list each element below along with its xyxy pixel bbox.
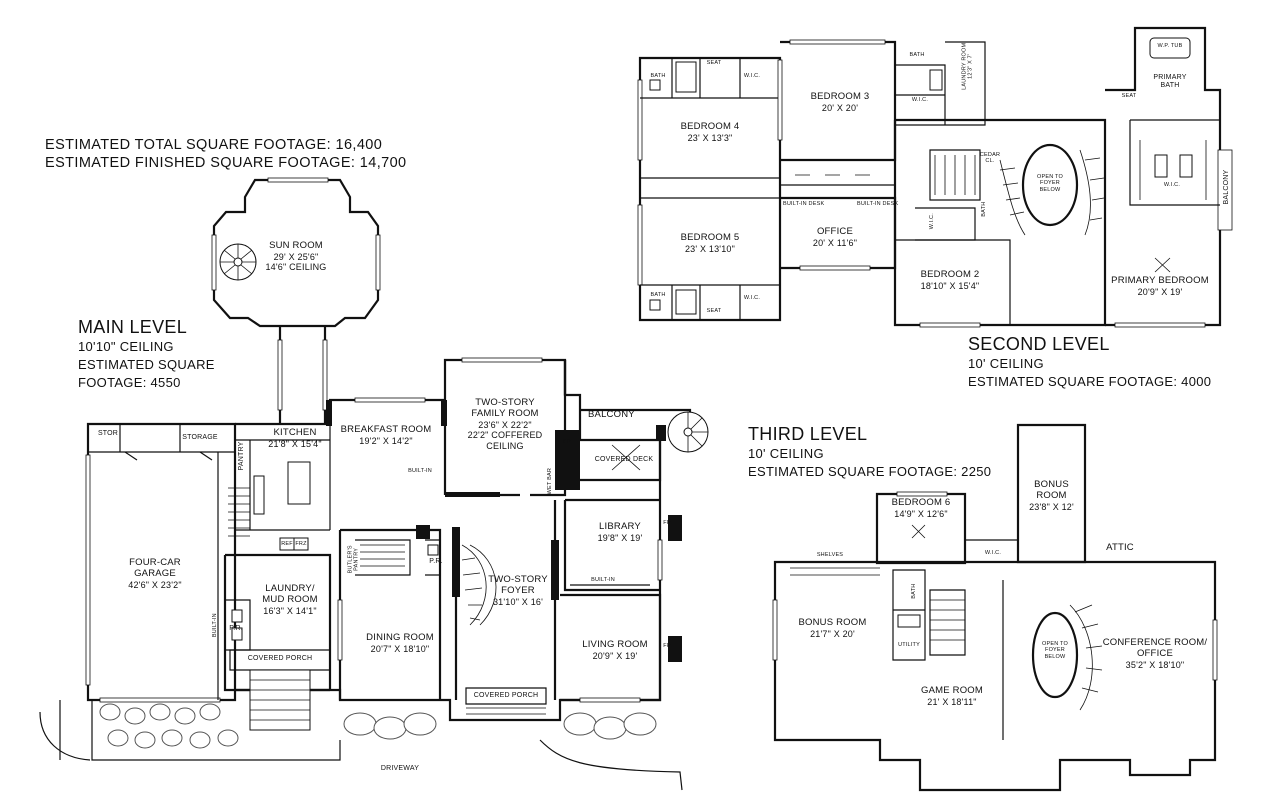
room-game: GAME ROOM 21' X 18'11" — [921, 685, 983, 707]
room-office: OFFICE 20' X 11'6" — [812, 226, 858, 248]
room-bedroom-4: BEDROOM 4 23' X 13'3" — [680, 121, 740, 143]
sun-room-outline — [212, 178, 380, 328]
room-laundry-second: LAUNDRY ROOM 12'3" X 7' — [961, 42, 974, 90]
room-wic-bed5: W.I.C. — [743, 295, 761, 301]
third-level-title: THIRD LEVEL — [748, 424, 868, 444]
room-kitchen: KITCHEN 21'8" X 15'4" — [268, 427, 322, 449]
room-bath-third: BATH — [910, 583, 917, 599]
label-seat-bed4: SEAT — [706, 60, 722, 66]
room-bath-bed4: BATH — [650, 73, 666, 79]
main-level-info: MAIN LEVEL 10'10" CEILING ESTIMATED SQUA… — [78, 317, 215, 392]
third-level-ceiling: 10' CEILING — [748, 445, 824, 461]
room-laundry: LAUNDRY/ MUD ROOM 16'3" X 14'1" — [262, 583, 318, 616]
room-sun-room: SUN ROOM 29' X 25'6" 14'6" CEILING — [265, 240, 327, 273]
label-driveway: DRIVEWAY — [380, 765, 420, 772]
room-living: LIVING ROOM 20'9" X 19' — [582, 639, 648, 661]
main-level-ceiling: 10'10" CEILING — [78, 338, 174, 354]
fireplace-library: FP — [663, 520, 671, 526]
kitchen-island — [287, 461, 311, 505]
room-attic: ATTIC — [1106, 542, 1134, 553]
label-seat-primary: SEAT — [1121, 93, 1137, 99]
room-dining: DINING ROOM 20'7" X 18'10" — [366, 632, 434, 654]
room-primary-bath: PRIMARY BATH — [1153, 74, 1187, 90]
room-stor: STOR — [97, 430, 119, 437]
room-balcony-second: BALCONY — [1222, 169, 1230, 205]
room-bedroom-2: BEDROOM 2 18'10" X 15'4" — [920, 269, 980, 291]
main-level-plan — [39, 177, 709, 791]
room-balcony-main: BALCONY — [588, 409, 635, 420]
label-builtin-library: BUILT-IN — [591, 577, 615, 583]
room-pantry: PANTRY — [237, 441, 245, 471]
second-level-info: SECOND LEVEL 10' CEILING ESTIMATED SQUAR… — [968, 334, 1212, 391]
room-bonus-top: BONUS ROOM 23'8" X 12' — [1029, 479, 1074, 512]
total-square-footage: ESTIMATED TOTAL SQUARE FOOTAGE: 16,400 — [45, 137, 383, 153]
room-wic-third: W.I.C. — [984, 550, 1002, 556]
room-family: TWO-STORY FAMILY ROOM 23'6" X 22'2" 22'2… — [467, 397, 543, 451]
landscaping-shrubs — [99, 703, 657, 749]
room-bedroom-6: BEDROOM 6 14'9" X 12'6" — [891, 497, 951, 519]
room-pr-butler: P.R. — [429, 558, 443, 565]
label-desk-a: BUILT-IN DESK — [783, 201, 825, 207]
room-pr-laundry: P.R. — [229, 625, 243, 632]
main-level-sqft-label: ESTIMATED SQUARE — [78, 356, 215, 372]
second-level-title: SECOND LEVEL — [968, 334, 1110, 354]
room-wic-bed4: W.I.C. — [743, 73, 761, 79]
fireplace-family: FP — [563, 439, 571, 445]
main-level-title: MAIN LEVEL — [78, 317, 188, 337]
label-frz: FRZ — [295, 541, 307, 547]
label-builtin-mud: BUILT-IN — [211, 613, 218, 638]
room-wic-bed2: W.I.C. — [928, 213, 935, 230]
room-storage: STORAGE — [182, 434, 218, 441]
room-bedroom-5: BEDROOM 5 23' X 13'10" — [680, 232, 740, 254]
room-cedar-closet: CEDAR CL. — [979, 152, 1001, 165]
label-wet-bar: WET BAR — [546, 467, 553, 495]
room-foyer: TWO-STORY FOYER 31'10" X 16' — [488, 574, 548, 607]
third-level-sqft: ESTIMATED SQUARE FOOTAGE: 2250 — [748, 463, 992, 479]
room-bath-bed5: BATH — [650, 292, 666, 298]
label-seat-bed5: SEAT — [706, 308, 722, 314]
third-level-info: THIRD LEVEL 10' CEILING ESTIMATED SQUARE… — [748, 424, 992, 481]
room-wic-primary: W.I.C. — [1163, 182, 1181, 188]
room-library: LIBRARY 19'8" X 19' — [597, 521, 643, 543]
room-garage: FOUR-CAR GARAGE 42'6" X 23'2" — [128, 557, 182, 590]
room-butlers-pantry: BUTLER'S PANTRY — [347, 545, 360, 574]
label-wp-tub: W.P. TUB — [1157, 43, 1183, 49]
second-level-plan — [637, 26, 1233, 328]
room-bedroom-3: BEDROOM 3 20' X 20' — [810, 91, 870, 113]
third-level-plan — [772, 423, 1218, 792]
second-level-foyer-opening — [1021, 143, 1079, 227]
room-conference: CONFERENCE ROOM/ OFFICE 35'2" X 18'10" — [1102, 637, 1208, 670]
second-level-ceiling: 10' CEILING — [968, 355, 1044, 371]
room-utility: UTILITY — [898, 642, 920, 648]
label-builtin-family: BUILT-IN — [408, 468, 432, 474]
second-level-sqft: ESTIMATED SQUARE FOOTAGE: 4000 — [968, 373, 1212, 389]
label-shelves: SHELVES — [816, 552, 844, 558]
room-bath-bed3: BATH — [909, 52, 925, 58]
finished-square-footage: ESTIMATED FINISHED SQUARE FOOTAGE: 14,70… — [45, 155, 407, 172]
label-ref: REF — [281, 541, 293, 547]
third-level-foyer-opening — [1031, 611, 1079, 699]
open-to-foyer-third: OPEN TO FOYER BELOW — [1042, 641, 1068, 660]
room-primary-bedroom: PRIMARY BEDROOM 20'9" X 19' — [1111, 275, 1209, 297]
room-covered-porch-left: COVERED PORCH — [247, 655, 313, 662]
room-wic-bed3: W.I.C. — [911, 97, 929, 103]
room-bath-bed2: BATH — [980, 201, 987, 217]
room-bonus-left: BONUS ROOM 21'7" X 20' — [798, 617, 867, 639]
room-breakfast: BREAKFAST ROOM 19'2" X 14'2" — [340, 424, 432, 446]
main-level-sqft-value: FOOTAGE: 4550 — [78, 375, 181, 391]
square-footage-summary: ESTIMATED TOTAL SQUARE FOOTAGE: 16,400 E… — [45, 136, 407, 172]
fireplace-living: FP — [663, 643, 671, 649]
label-desk-b: BUILT-IN DESK — [857, 201, 899, 207]
room-covered-porch-front: COVERED PORCH — [473, 692, 539, 699]
room-covered-deck: COVERED DECK — [594, 456, 654, 463]
open-to-foyer-second: OPEN TO FOYER BELOW — [1037, 174, 1063, 193]
